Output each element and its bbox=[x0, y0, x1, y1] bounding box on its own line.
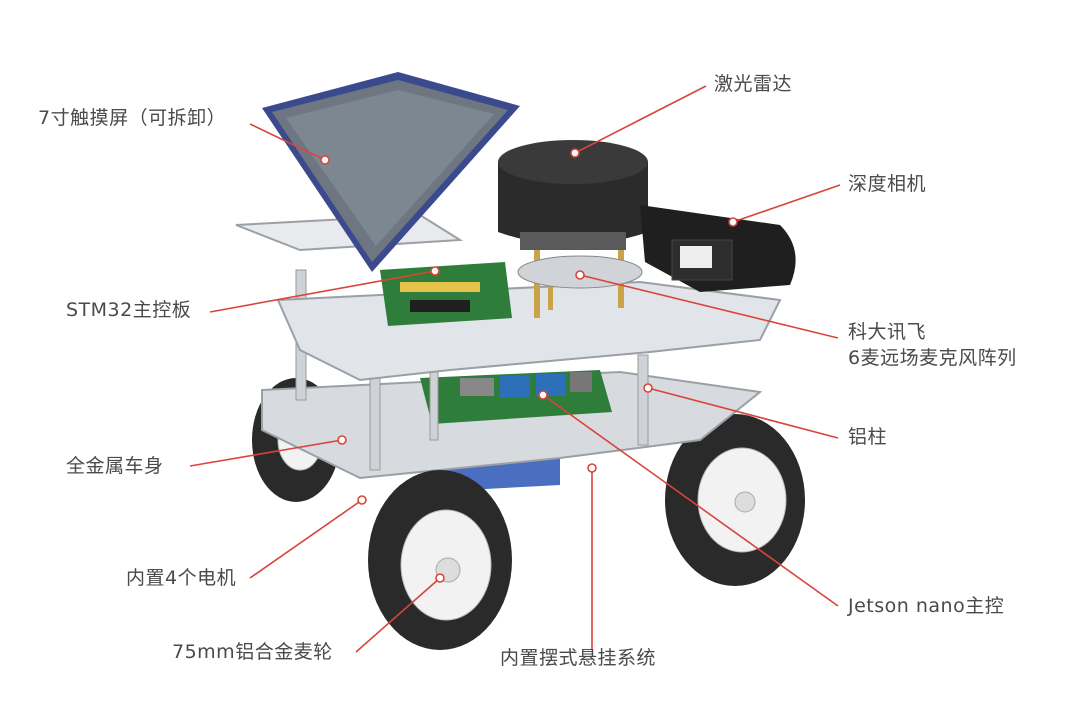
leader-lidar bbox=[574, 85, 707, 154]
leader-depth-camera bbox=[732, 184, 841, 223]
label-depth-camera: 深度相机 bbox=[848, 173, 927, 195]
label-stm32: STM32主控板 bbox=[66, 299, 192, 321]
stm32-board bbox=[380, 262, 512, 326]
label-mic-array-line1: 科大讯飞 bbox=[848, 321, 927, 343]
leader-mic-array bbox=[579, 274, 839, 339]
label-suspension: 内置摆式悬挂系统 bbox=[500, 647, 657, 669]
leader-dots bbox=[320, 148, 738, 583]
rear-right-wheel bbox=[665, 414, 805, 586]
touchscreen-device bbox=[262, 72, 520, 272]
leader-jetson bbox=[542, 394, 839, 607]
lidar-unit bbox=[498, 140, 648, 250]
leader-wheels bbox=[355, 577, 441, 653]
label-mic-array-line2: 6麦远场麦克风阵列 bbox=[848, 346, 1017, 369]
leader-lines bbox=[189, 85, 841, 653]
label-aluminum-pillar: 铝柱 bbox=[848, 426, 888, 448]
label-lidar: 激光雷达 bbox=[714, 73, 793, 95]
leader-touchscreen bbox=[249, 123, 326, 161]
label-mic-array: 科大讯飞 6麦远场麦克风阵列 bbox=[848, 320, 1017, 371]
label-touchscreen: 7寸触摸屏（可拆卸） bbox=[38, 107, 227, 129]
depth-camera bbox=[640, 205, 796, 292]
leader-motors bbox=[249, 499, 363, 579]
label-wheels: 75mm铝合金麦轮 bbox=[172, 641, 333, 663]
label-motors: 内置4个电机 bbox=[126, 567, 237, 589]
leader-stm32 bbox=[209, 270, 436, 313]
leader-aluminum-pillar bbox=[647, 387, 839, 439]
label-metal-body: 全金属车身 bbox=[66, 455, 164, 477]
leader-metal-body bbox=[189, 439, 343, 467]
label-jetson: Jetson nano主控 bbox=[848, 595, 1005, 617]
middle-plate bbox=[276, 280, 782, 382]
